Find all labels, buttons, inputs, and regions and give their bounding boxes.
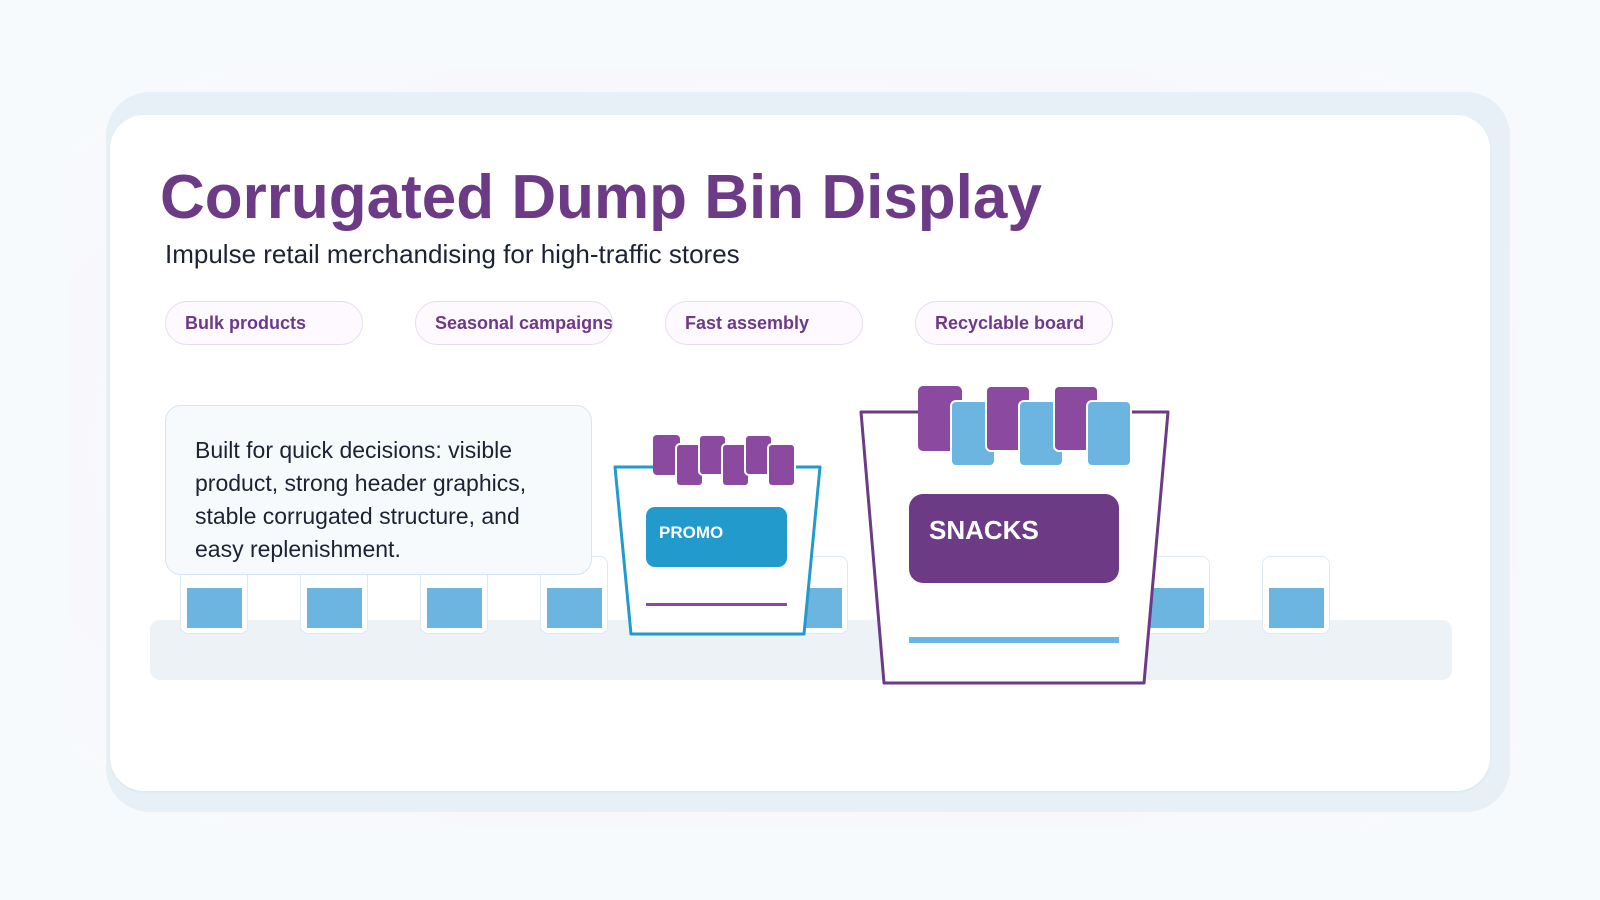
small-dump-bin: PROMO xyxy=(613,434,822,636)
description-note: Built for quick decisions: visible produ… xyxy=(165,405,592,575)
product-box-fill xyxy=(427,588,482,628)
product-box-fill xyxy=(547,588,602,628)
page-title: Corrugated Dump Bin Display xyxy=(160,163,1042,232)
tag-seasonal-campaigns[interactable]: Seasonal campaigns xyxy=(415,301,613,345)
large-bin-label: SNACKS xyxy=(929,515,1039,545)
small-bin-stripe xyxy=(646,603,787,606)
small-bin-header xyxy=(646,507,787,567)
product-box-fill xyxy=(1149,588,1204,628)
shelf-product-box xyxy=(1142,556,1210,634)
large-bin-header xyxy=(909,494,1119,583)
product-pack-blue xyxy=(1086,400,1132,467)
product-box-fill xyxy=(187,588,242,628)
product-box-fill xyxy=(1269,588,1324,628)
large-dump-bin: SNACKS xyxy=(859,385,1170,685)
shelf-product-box xyxy=(1262,556,1330,634)
product-box-fill xyxy=(307,588,362,628)
page-subtitle: Impulse retail merchandising for high-tr… xyxy=(165,239,740,269)
tag-fast-assembly[interactable]: Fast assembly xyxy=(665,301,863,345)
tag-bulk-products[interactable]: Bulk products xyxy=(165,301,363,345)
tag-recyclable-board[interactable]: Recyclable board xyxy=(915,301,1113,345)
product-pack-purple xyxy=(767,443,796,487)
large-bin-stripe xyxy=(909,637,1119,643)
small-bin-label: PROMO xyxy=(659,523,723,542)
product-pack-purple xyxy=(653,435,680,475)
